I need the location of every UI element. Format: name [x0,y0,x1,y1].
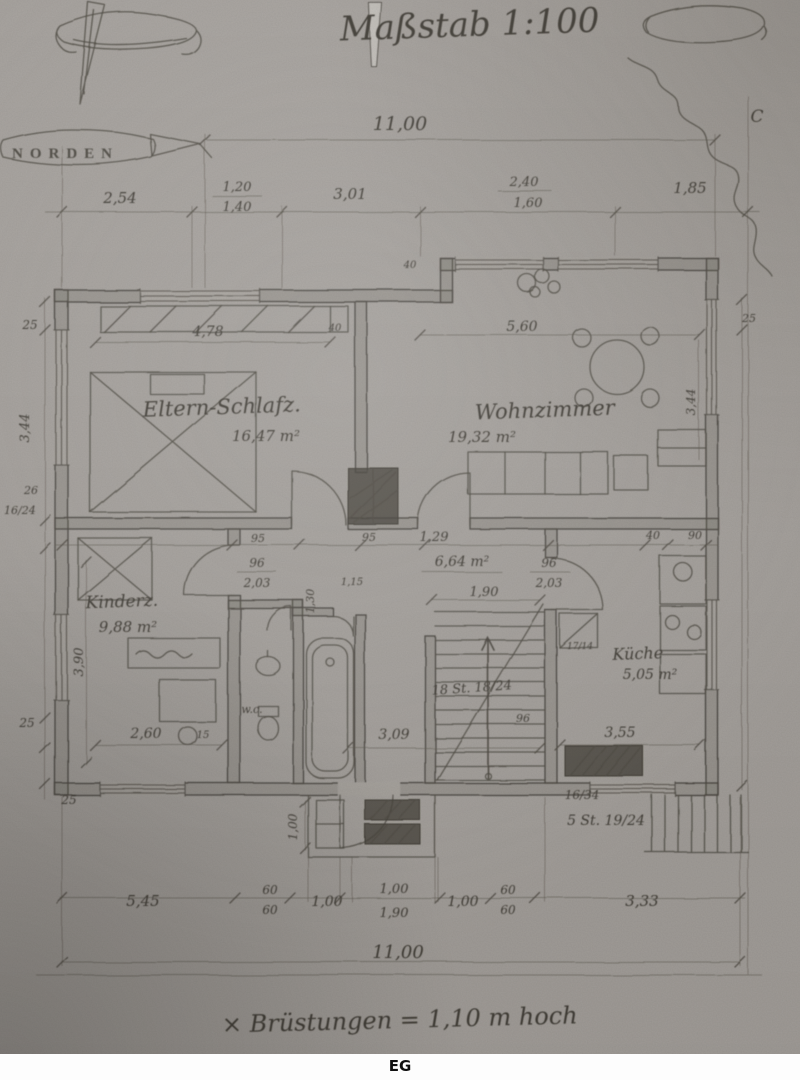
room-label-wc: w.c. [241,703,262,716]
dim-60d: 60 [500,903,516,917]
room-area-hall: 6,64 m² [435,554,490,570]
bathtub [305,637,355,779]
dining-table [589,339,645,395]
chair [178,726,198,746]
dim-129: 1,29 [420,530,449,545]
dim-left-25a: 25 [21,318,37,332]
dim-left-25b: 25 [18,716,34,730]
dim-90: 90 [688,529,702,542]
dim-96b: 96 [541,556,557,570]
room-area-parents: 16,47 m² [232,427,300,445]
dim-40b: 40 [328,323,342,334]
room-label-kitchen: Küche [611,643,663,664]
dim-100a: 1,00 [311,894,342,910]
dim-478: 4,78 [191,324,223,340]
dim-240: 2,40 [509,175,539,190]
living-furniture [467,268,707,495]
dim-185: 1,85 [673,179,706,197]
desk [159,679,217,723]
room-area-child: 9,88 m² [99,618,157,636]
dim-95b: 95 [362,531,376,544]
dim-203a: 2,03 [243,576,271,590]
bathroom-fixtures [305,637,355,779]
dim-160: 1,60 [514,196,543,211]
room-label-parents: Eltern-Schlafz. [141,392,301,422]
dim-120: 1,20 [223,180,252,195]
dim-60b: 60 [262,903,278,917]
right-banner-scroll [642,4,768,43]
dim-40c: 40 [645,529,660,542]
sheet-caption: EG [388,1057,412,1075]
dim-total-bottom: 11,00 [372,942,424,963]
room-area-living: 19,32 m² [448,428,516,446]
corner-letter: C [750,107,763,127]
scale-title: Maßstab 1:100 [338,0,600,49]
dim-355: 3,55 [604,725,635,741]
dim-left-25c: 25 [60,793,76,807]
sofa [467,451,609,495]
dim-left-26: 26 [23,484,38,497]
room-label-living: Wohnzimmer [474,396,617,425]
chimney-block [347,467,399,525]
dim-right-344: 3,44 [684,389,698,416]
dim-115: 1,15 [341,577,363,588]
dim-left-1624: 16/24 [4,504,36,517]
child-room-furniture [77,537,221,746]
dim-95a: 95 [251,532,265,545]
dim-260: 2,60 [129,726,161,742]
dim-100c: 1,00 [447,894,478,910]
dim-total-top: 11,00 [373,113,427,135]
handwritten-footnote: × Brüstungen = 1,10 m hoch [222,1001,578,1038]
dim-40a: 40 [403,260,417,271]
entrance-porch [307,794,436,858]
dim-140: 1,40 [223,200,252,215]
dim-porch-100: 1,00 [286,813,300,840]
dim-100b: 1,00 [380,882,409,897]
dim-190b: 1,90 [380,906,409,921]
dim-15: 15 [197,730,210,741]
wc-fixtures [255,650,281,741]
dim-309: 3,09 [378,727,409,743]
north-pennant [149,133,213,159]
caption-strip: EG [0,1054,800,1080]
dim-96c: 96 [516,712,530,725]
dim-190: 1,90 [470,585,499,600]
beam-note: 16/34 [565,788,600,802]
exterior-stairs-note: 5 St. 19/24 [567,813,645,829]
dim-301: 3,01 [333,185,366,203]
dim-254: 2,54 [102,189,136,207]
torn-paper-edge [627,57,773,277]
sink [673,562,693,582]
room-label-child: Kinderz. [84,591,158,614]
plant [517,273,537,293]
dim-203b: 2,03 [535,576,563,590]
dim-96a: 96 [249,556,265,570]
dim-60a: 60 [262,883,278,897]
dim-60c: 60 [500,883,516,897]
duct-note: 17/14 [567,642,593,652]
dim-left-344: 3,44 [18,414,33,443]
dim-545: 5,45 [126,892,159,910]
toilet [257,715,279,741]
room-area-kitchen: 5,05 m² [623,667,678,683]
dim-right-25: 25 [741,312,756,325]
dim-left-390: 3,90 [72,648,87,677]
left-banner-scroll [55,11,202,56]
dim-560: 5,60 [506,319,537,335]
dim-130: 1,30 [304,589,317,614]
north-label: NORDEN [12,146,119,162]
washbasin [255,656,281,676]
dim-333: 3,33 [625,892,658,910]
